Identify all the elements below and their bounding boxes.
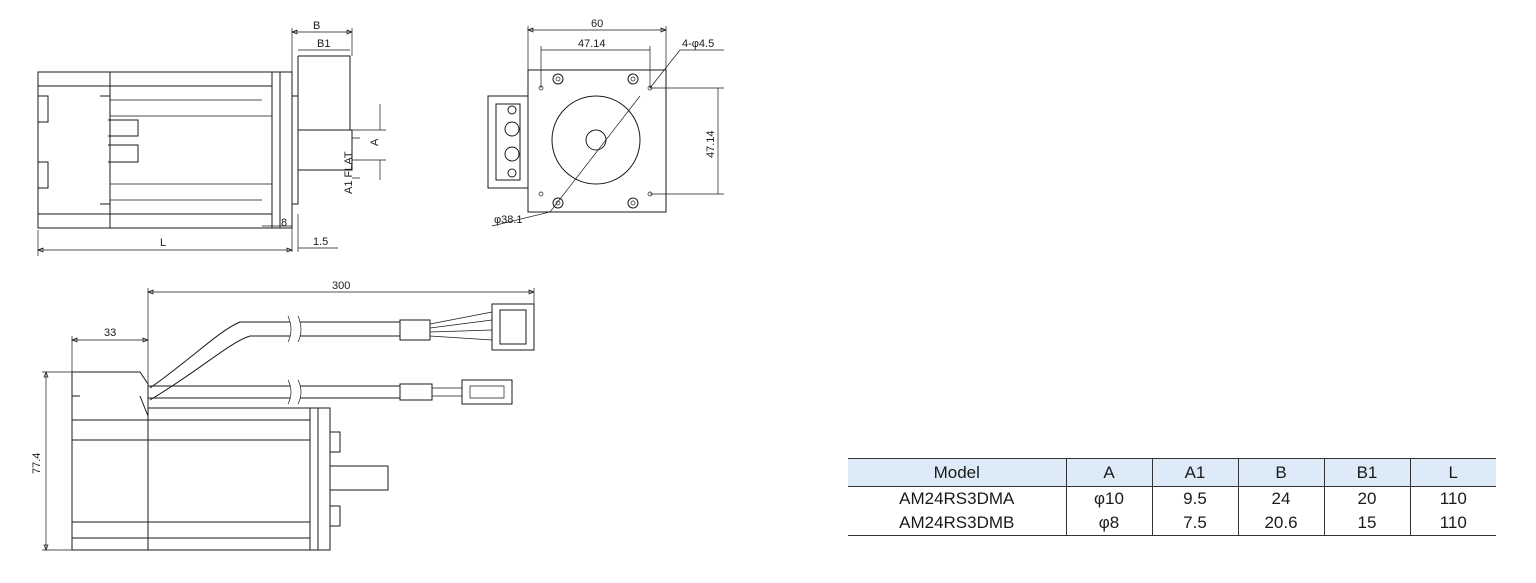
table-row: AM24RS3DMA φ10 9.5 24 20 110	[848, 486, 1496, 511]
cell-model: AM24RS3DMA	[848, 486, 1066, 511]
cell-model: AM24RS3DMB	[848, 511, 1066, 536]
dim-33-label: 33	[104, 327, 116, 339]
side-view: B B1 A A1 FLAT 8 1.5 L	[37, 20, 386, 256]
dim-a1-flat-label: A1 FLAT	[343, 151, 355, 194]
dim-77-4-label: 77.4	[31, 453, 43, 474]
dim-8-label: 8	[281, 217, 287, 229]
cell-a: φ8	[1065, 511, 1152, 536]
cell-b1: 15	[1323, 511, 1410, 536]
front-view: 60 47.14 4-φ4.5 47.14 φ38.1	[487, 18, 724, 227]
header-l: L	[1409, 458, 1496, 487]
bottom-view: 300 33 77.4	[31, 280, 535, 551]
dim-l-label: L	[160, 237, 166, 249]
dim-phi-38-1-label: φ38.1	[494, 214, 523, 226]
dim-b-label: B	[313, 20, 320, 32]
header-model: Model	[848, 458, 1066, 487]
dim-1-5-label: 1.5	[313, 236, 328, 248]
specification-table: Model A A1 B B1 L AM24RS3DMA φ10 9.5 24 …	[848, 458, 1496, 536]
header-b: B	[1237, 458, 1324, 487]
cell-b: 20.6	[1237, 511, 1324, 536]
cell-l: 110	[1409, 511, 1496, 536]
dim-4-hole-label: 4-φ4.5	[682, 38, 714, 50]
cell-a1: 7.5	[1151, 511, 1238, 536]
dim-47-14-h-label: 47.14	[578, 38, 606, 50]
cell-b: 24	[1237, 486, 1324, 511]
dim-60-label: 60	[591, 18, 603, 30]
dim-a-label: A	[369, 138, 381, 146]
dim-47-14-v-label: 47.14	[705, 130, 717, 158]
table-header-row: Model A A1 B B1 L	[848, 458, 1496, 487]
cell-a1: 9.5	[1151, 486, 1238, 511]
table-row: AM24RS3DMB φ8 7.5 20.6 15 110	[848, 511, 1496, 536]
cell-l: 110	[1409, 486, 1496, 511]
dim-b1-label: B1	[317, 38, 330, 50]
header-a1: A1	[1151, 458, 1238, 487]
header-a: A	[1065, 458, 1152, 487]
header-b1: B1	[1323, 458, 1410, 487]
cell-b1: 20	[1323, 486, 1410, 511]
dim-300-label: 300	[332, 280, 350, 292]
cell-a: φ10	[1065, 486, 1152, 511]
